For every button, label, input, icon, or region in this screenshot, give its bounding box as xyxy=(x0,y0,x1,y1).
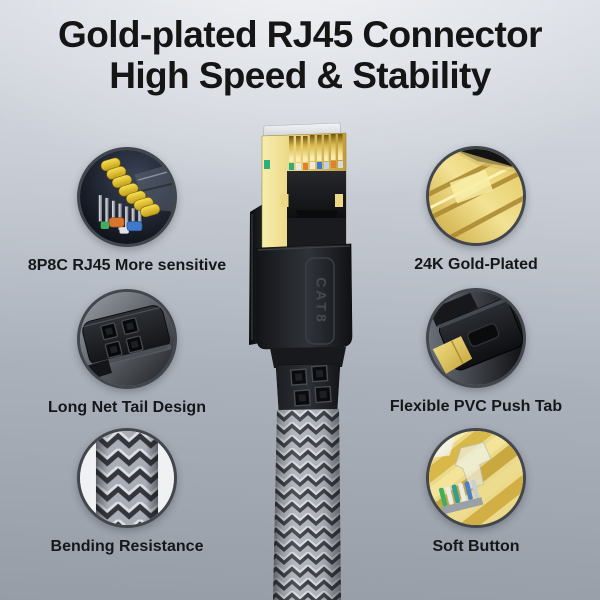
feature-label-bending: Bending Resistance xyxy=(50,538,204,555)
push-tab-illustration xyxy=(429,291,523,385)
feature-push-tab: Flexible PVC Push Tab xyxy=(386,288,566,417)
connector-boot xyxy=(256,243,353,350)
wire-stripes xyxy=(438,479,484,515)
feature-label-soft-button: Soft Button xyxy=(432,538,520,555)
feature-soft-button: Soft Button xyxy=(386,428,566,557)
vent-holes xyxy=(100,317,144,359)
feature-8p8c: 8P8C RJ45 More sensitive xyxy=(28,147,226,276)
cable-connector-illustration: CAT8 xyxy=(249,122,353,600)
braid-illustration xyxy=(80,431,174,525)
gold-contacts-photo xyxy=(426,146,526,246)
connector-wire-ends xyxy=(264,160,343,170)
headline-line1: Gold-plated RJ45 Connector xyxy=(58,14,543,55)
connector-marking-plate xyxy=(305,257,335,345)
soft-button-photo xyxy=(426,428,526,528)
rj45-pins-photo xyxy=(77,147,177,247)
cable-connector-photo: CAT8 xyxy=(200,110,400,600)
headline: Gold-plated RJ45 Connector High Speed & … xyxy=(0,14,600,97)
feature-bending: Bending Resistance xyxy=(37,428,217,557)
net-tail-photo xyxy=(77,289,177,389)
headline-line2: High Speed & Stability xyxy=(109,55,491,97)
connector-marking: CAT8 xyxy=(313,277,329,325)
wire-connectors xyxy=(100,217,143,234)
connector-step xyxy=(270,347,346,368)
feature-label-8p8c: 8P8C RJ45 More sensitive xyxy=(27,257,227,274)
net-tail-illustration xyxy=(80,292,174,386)
strain-relief-vents xyxy=(290,364,332,407)
push-tab-photo xyxy=(426,288,526,388)
gold-contacts-illustration xyxy=(429,149,523,243)
clear-clip xyxy=(454,441,492,490)
braided-cable-photo xyxy=(77,428,177,528)
yellow-pin-caps xyxy=(100,157,161,218)
connector-side-tab-left xyxy=(280,194,289,207)
comb-pins xyxy=(98,195,142,231)
connector-side-tab-right xyxy=(335,194,343,207)
connector-pins xyxy=(289,134,343,162)
feature-label-push-tab: Flexible PVC Push Tab xyxy=(389,398,563,415)
feature-gold-plated: 24K Gold-Plated xyxy=(386,146,566,275)
feature-net-tail: Long Net Tail Design xyxy=(37,289,217,418)
feature-label-gold-plated: 24K Gold-Plated xyxy=(414,256,538,273)
rj45-pins-illustration xyxy=(80,150,174,244)
feature-label-net-tail: Long Net Tail Design xyxy=(48,399,206,416)
soft-button-illustration xyxy=(429,431,523,525)
